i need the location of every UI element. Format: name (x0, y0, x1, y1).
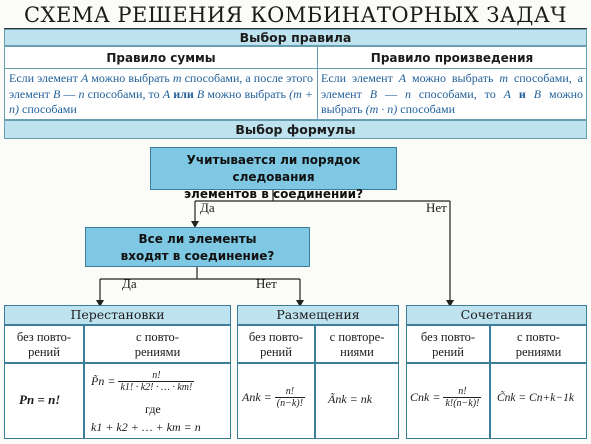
rule-choice-band: Выбор правила (4, 29, 587, 46)
formula-permutations: Pn = n! (19, 392, 61, 407)
perm-rep-den: k1! · k2! · … · km! (120, 382, 193, 393)
question-all-elements-box: Все ли элементы входят в соединение? (85, 227, 310, 267)
formula-choice-band: Выбор формулы (4, 120, 587, 139)
title-underline (4, 28, 587, 29)
comb-col2-line2: рениями (515, 345, 562, 359)
permutations-no-rep-header: без повто- рений (4, 325, 84, 363)
arrowhead-yes1 (191, 221, 199, 228)
question-all-line2: входят в соединение? (120, 249, 275, 263)
comb-lhs: Cnk = (410, 390, 441, 404)
arrangements-header: Размещения (237, 305, 399, 325)
arr-fraction: n!(n−k)! (274, 386, 305, 409)
combinations-no-rep-header: без повто- рений (406, 325, 490, 363)
perm-condition: k1 + k2 + … + km = n (91, 420, 201, 434)
label-yes-all: Да (122, 276, 137, 291)
permutations-header: Перестановки (4, 305, 231, 325)
formula-arrangements-rep: Ãnk = nk (328, 392, 373, 406)
permutations-no-rep-formula: Pn = n! (4, 363, 84, 439)
rules-divider (317, 47, 318, 119)
comb-den: k!(n−k)! (445, 398, 480, 409)
formula-perm-rep: P̃n = n!k1! · k2! · … · km! (91, 370, 195, 393)
question-order-box: Учитывается ли порядок следования элемен… (150, 147, 397, 201)
formula-arrangements: Ank = n!(n−k)! (242, 386, 305, 409)
perm-rep-fraction: n!k1! · k2! · … · km! (118, 370, 195, 393)
arr-num: n! (274, 386, 305, 398)
combinations-rep-header: с повто- рениями (490, 325, 587, 363)
combinations-header: Сочетания (406, 305, 587, 325)
arr-col1-line2: рений (260, 345, 292, 359)
permutations-rep-header: с повто- рениями (84, 325, 231, 363)
question-order-line2: элементов в соединении? (183, 187, 364, 201)
comb-num: n! (443, 386, 482, 398)
comb-col1-line2: рений (432, 345, 464, 359)
product-rule-header: Правило произведения (317, 47, 587, 69)
perm-col1-line2: рений (28, 345, 60, 359)
arrangements-no-rep-header: без повто- рений (237, 325, 315, 363)
arr-col1-line1: без повто- (248, 330, 304, 344)
perm-where: где (145, 402, 161, 416)
label-no-order: Нет (426, 200, 447, 215)
arrangements-rep-formula: Ãnk = nk (315, 363, 399, 439)
label-yes-order: Да (200, 200, 215, 215)
permutations-rep-formula: P̃n = n!k1! · k2! · … · km! где k1 + k2 … (84, 363, 231, 439)
arr-col2-line2: ниями (340, 345, 374, 359)
sum-rule-text: Если элемент A можно выбрать m способами… (9, 71, 314, 116)
arrangements-no-rep-formula: Ank = n!(n−k)! (237, 363, 315, 439)
arr-den: (n−k)! (276, 398, 303, 409)
comb-col2-line1: с повто- (517, 330, 560, 344)
arrowhead-no2 (296, 300, 304, 307)
product-rule-text: Если элемент A можно выбрать m способами… (321, 71, 584, 116)
perm-col1-line1: без повто- (16, 330, 72, 344)
label-no-all: Нет (256, 276, 277, 291)
question-order-line1: Учитывается ли порядок следования (186, 153, 361, 184)
arrangements-rep-header: с повторе- ниями (315, 325, 399, 363)
arrowhead-yes2 (96, 300, 104, 307)
formula-combinations-rep: C̃nk = Cn+k−1k (497, 392, 574, 404)
perm-rep-num: n! (118, 370, 195, 382)
formula-combinations: Cnk = n!k!(n−k)! (410, 386, 482, 409)
arr-col2-line1: с повторе- (329, 330, 385, 344)
question-all-line1: Все ли элементы (138, 232, 257, 246)
combinations-rep-formula: C̃nk = Cn+k−1k (490, 363, 587, 439)
arr-lhs: Ank = (242, 390, 272, 404)
sum-rule-header: Правило суммы (5, 47, 317, 69)
perm-col2-line1: с повто- (136, 330, 179, 344)
arrowhead-no1 (446, 300, 454, 307)
comb-col1-line1: без повто- (420, 330, 476, 344)
perm-rep-lhs: P̃n = (91, 374, 116, 388)
rules-table: Правило суммы Правило произведения Если … (4, 46, 587, 120)
diagram-title: СХЕМА РЕШЕНИЯ КОМБИНАТОРНЫХ ЗАДАЧ (23, 3, 568, 27)
perm-col2-line2: рениями (134, 345, 181, 359)
combinations-no-rep-formula: Cnk = n!k!(n−k)! (406, 363, 490, 439)
comb-fraction: n!k!(n−k)! (443, 386, 482, 409)
